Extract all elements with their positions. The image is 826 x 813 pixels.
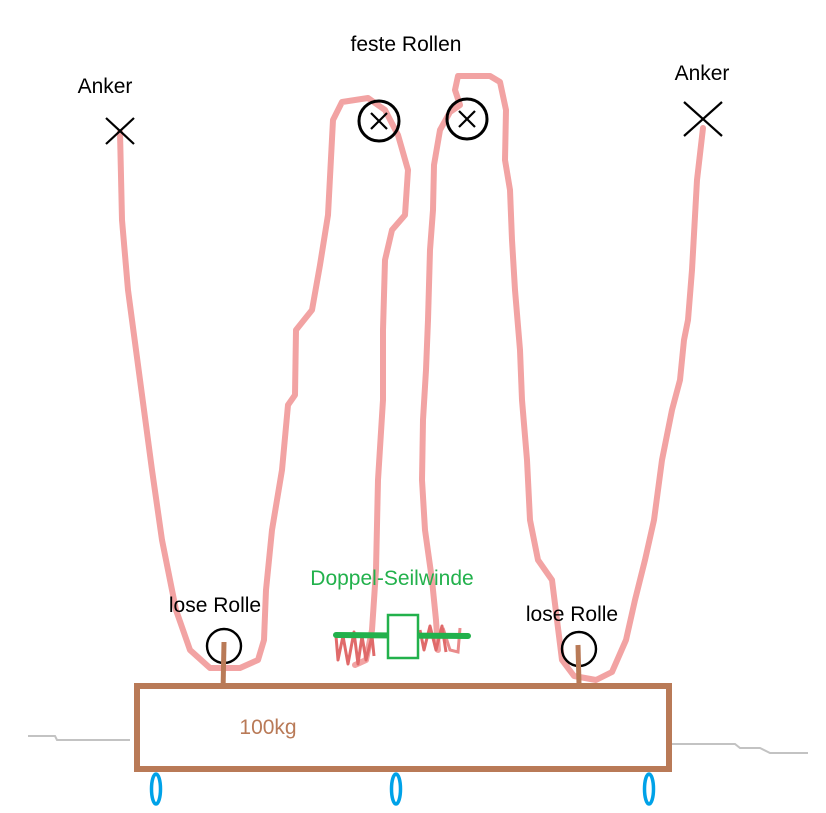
- loose-pulley-left-label: lose Rolle: [169, 594, 261, 617]
- double-winch-icon: [333, 613, 471, 660]
- loose-pulley-right-label: lose Rolle: [526, 603, 618, 626]
- mass-label: 100kg: [239, 716, 296, 739]
- winch-label: Doppel-Seilwinde: [310, 567, 473, 590]
- wheel-left-icon: [149, 772, 163, 806]
- mass-box: [134, 683, 672, 772]
- fixed-pulley-right-icon: [445, 97, 489, 141]
- rope-left: [117, 95, 411, 671]
- winch-coil-left: [334, 630, 376, 666]
- winch-coil-right: [418, 624, 448, 653]
- loose-pulley-left-icon: [205, 627, 243, 693]
- anchor-right-cross-icon: [683, 101, 723, 137]
- ground-line-right: [672, 743, 808, 754]
- fixed-pulleys-label: feste Rollen: [351, 33, 462, 56]
- wheel-middle-icon: [389, 772, 403, 806]
- fixed-pulley-left-icon: [357, 99, 401, 143]
- wheel-right-icon: [642, 772, 656, 806]
- anchor-left-label: Anker: [78, 75, 133, 98]
- loose-pulley-right-icon: [560, 630, 598, 685]
- ground-line-left: [28, 735, 130, 741]
- anchor-left-cross-icon: [105, 117, 135, 145]
- anchor-right-label: Anker: [675, 62, 730, 85]
- rope-right: [419, 73, 706, 683]
